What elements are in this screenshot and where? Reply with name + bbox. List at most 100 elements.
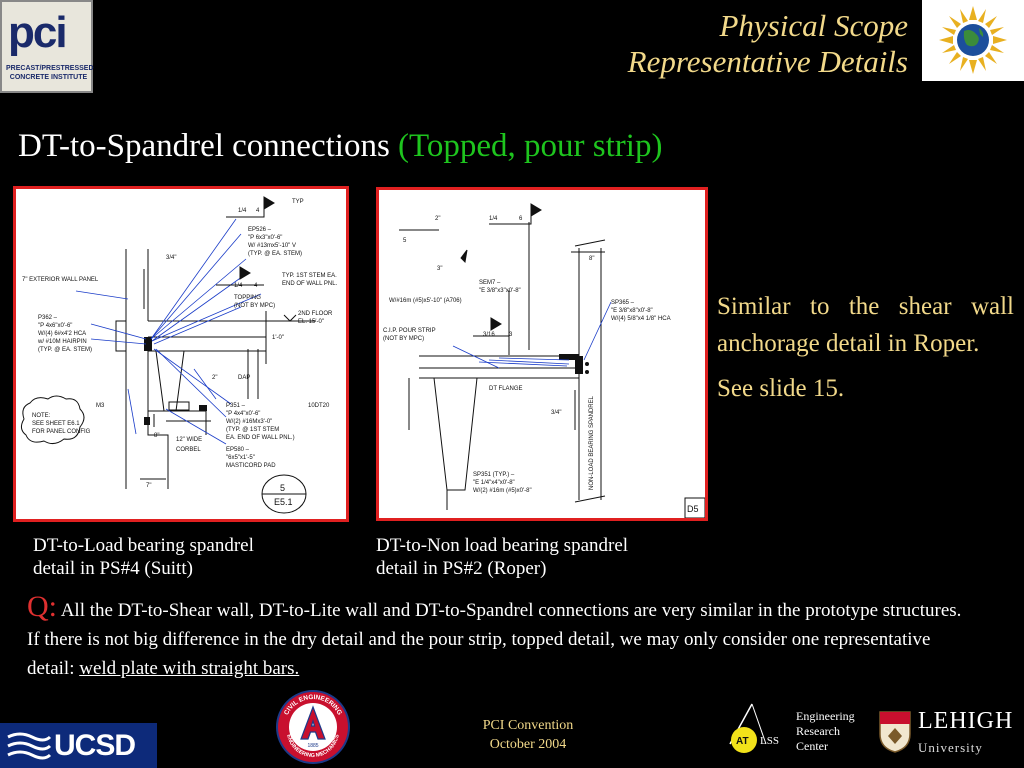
label-fillet-2b: 3 (509, 332, 513, 338)
label-not-by: (NOT BY MPC) (234, 303, 275, 309)
label-fillet-2: 1/4 (234, 283, 243, 289)
subtitle-accent: (Topped, pour strip) (398, 128, 663, 164)
slide-subtitle: DT-to-Spandrel connections (Topped, pour… (18, 128, 662, 165)
label-fillet: 1/4 (489, 216, 498, 222)
label-ep526-l3: (TYP. @ EA. STEM) (248, 251, 302, 257)
label-dim-c: 2" (212, 375, 217, 381)
label-p362-l1: "P 4x6"x0'-6" (38, 323, 72, 329)
atlss-logo: AT LSS (722, 700, 786, 760)
non-load-bearing-detail-drawing: 5 2" 3" 1/4 6 SEM7 – "E 3/8"x3"x0'-8" W/… (383, 203, 705, 518)
label-sp351-l1: "E 1/4"x4"x0'-8" (473, 480, 515, 486)
ucsd-logo-text: UCSD (54, 729, 136, 762)
label-p351-l3: (TYP. @ 1ST STEM (226, 427, 279, 433)
load-bearing-detail-drawing: TYP 1/4 4 EP526 – "P 6x3"x0'-6" W/ #13mx… (20, 196, 338, 514)
pci-logo-text: pci (8, 8, 68, 57)
label-note-1: NOTE: (32, 413, 51, 419)
question-mark-label: Q: (27, 590, 57, 623)
globe-logo (922, 0, 1024, 81)
label-tag-sheet: E5.1 (274, 497, 293, 507)
civil-engineering-seal: CIVIL ENGINEERING ENGINEERING MECHANICS … (275, 689, 351, 765)
side-note-paragraph-1: Similar to the shear wall anchorage deta… (717, 293, 1014, 357)
label-c5: 5 (403, 238, 407, 244)
label-sp365-l1: "E 3/8"x8"x0'-8" (611, 308, 653, 314)
caption-left-line-1: DT-to-Load bearing spandrel (33, 535, 254, 556)
atlss-icon: AT LSS (729, 703, 779, 753)
label-p351-l4: EA. END OF WALL PNL.) (226, 435, 295, 441)
subtitle-main: DT-to-Spandrel connections (18, 128, 390, 164)
footer-event-line-1: PCI Convention (482, 718, 574, 733)
label-p351-l1: "P 4x4"x0'-6" (226, 411, 260, 417)
footer-event-line-2: October 2004 (489, 737, 567, 752)
label-ext-panel: 7" EXTERIOR WALL PANEL (22, 277, 99, 283)
label-sp365-l2: W/(4) 5/8"x4 1/8" HCA (611, 316, 671, 322)
label-typ-stem: TYP. 1ST STEM EA. (282, 273, 337, 279)
seal-year: 1885 (307, 743, 318, 749)
label-fillet-2b: 4 (254, 283, 258, 289)
arizona-seal-icon: CIVIL ENGINEERING ENGINEERING MECHANICS … (276, 690, 350, 764)
label-note-2: SEE SHEET E6.1 (32, 421, 80, 427)
label-sp365: SP365 – (611, 300, 635, 306)
label-fillet-b: 6 (519, 216, 523, 222)
slide-title: Physical Scope Representative Details (628, 8, 908, 80)
label-fillet-1: 1/4 (238, 208, 247, 214)
label-dt-flange: DT FLANGE (489, 386, 523, 392)
label-not-by: (NOT BY MPC) (383, 336, 424, 342)
question-paragraph: Q: All the DT-to-Shear wall, DT-to-Lite … (27, 592, 977, 683)
erc-line-2: Research (796, 724, 840, 738)
erc-line-3: Center (796, 739, 828, 753)
label-m3: M3 (96, 403, 105, 409)
label-ep580-l2: MASTICORD PAD (226, 463, 276, 469)
label-sem7-l2: W/#16m (#5)x5'-10" (A706) (389, 298, 462, 304)
title-line-1: Physical Scope (719, 8, 908, 43)
caption-load-bearing: DT-to-Load bearing spandrel detail in PS… (33, 534, 254, 580)
caption-right-line-1: DT-to-Non load bearing spandrel (376, 535, 629, 556)
label-spandrel: NON-LOAD BEARING SPANDREL (589, 395, 595, 490)
label-p362: P362 – (38, 315, 58, 321)
label-ep580: EP580 – (226, 447, 250, 453)
label-fillet-2: 3/16 (483, 332, 495, 338)
label-eight: 8" (589, 256, 594, 262)
pci-logo-subtext: PRECAST/PRESTRESSED CONCRETE INSTITUTE (6, 65, 94, 81)
svg-text:LSS: LSS (760, 735, 779, 747)
ucsd-wave-icon (7, 732, 52, 760)
label-sem7-l1: "E 3/8"x3"x0'-8" (479, 288, 521, 294)
caption-left-line-2: detail in PS#4 (Suitt) (33, 558, 193, 579)
label-elev: EL. 15'-0" (298, 319, 324, 325)
label-wide: 12" WIDE (176, 437, 202, 443)
label-topping: TOPPING (234, 295, 261, 301)
lehigh-logo: LEHIGH University (874, 706, 1020, 762)
caption-right-line-2: detail in PS#2 (Roper) (376, 558, 547, 579)
question-link[interactable]: weld plate with straight bars. (79, 658, 300, 679)
caption-non-load-bearing: DT-to-Non load bearing spandrel detail i… (376, 534, 628, 580)
label-ep580-l1: "6x5"x1'-5" (226, 455, 255, 461)
title-line-2: Representative Details (627, 44, 908, 79)
label-dim-b: DAP (238, 375, 250, 381)
globe-icon (939, 6, 1007, 74)
label-seven: 7" (146, 483, 151, 489)
label-sp351: SP351 (TYP.) – (473, 472, 515, 478)
label-floor: 2ND FLOOR (298, 311, 333, 317)
label-p351: P351 – (226, 403, 246, 409)
drawing-load-bearing-spandrel: TYP 1/4 4 EP526 – "P 6x3"x0'-6" W/ #13mx… (13, 186, 349, 522)
label-dim-3b: 3" (437, 266, 442, 272)
label-sem7: SEM7 – (479, 280, 501, 286)
label-eight: 8" (154, 433, 159, 439)
label-ep526: EP526 – (248, 227, 272, 233)
label-p362-l2: W/(4) 6#x4'2 HCA (38, 331, 86, 337)
label-dim-a: 1'-0" (272, 335, 284, 341)
pci-logo: pci PRECAST/PRESTRESSED CONCRETE INSTITU… (0, 0, 94, 93)
label-p351-l2: W/(2) #16Mx3'-0" (226, 419, 272, 425)
label-corbel: CORBEL (176, 447, 201, 453)
erc-line-1: Engineering (796, 709, 855, 723)
side-note-paragraph-2: See slide 15. (717, 375, 845, 402)
label-tag: D5 (687, 504, 699, 514)
side-note: Similar to the shear wall anchorage deta… (717, 288, 1014, 407)
label-ep526-l2: W/ #13mx5'-10" V (248, 243, 296, 249)
label-three-quarter: 3/4" (166, 255, 176, 261)
lehigh-shield-icon (879, 711, 911, 753)
label-dt20: 10DT20 (308, 403, 330, 409)
label-fillet-1b: 4 (256, 208, 260, 214)
label-note-3: FOR PANEL CONFIG (32, 429, 91, 435)
label-sp351-l2: W/(2) #16m (#5)x0'-8" (473, 488, 532, 494)
erc-label: Engineering Research Center (796, 709, 855, 754)
